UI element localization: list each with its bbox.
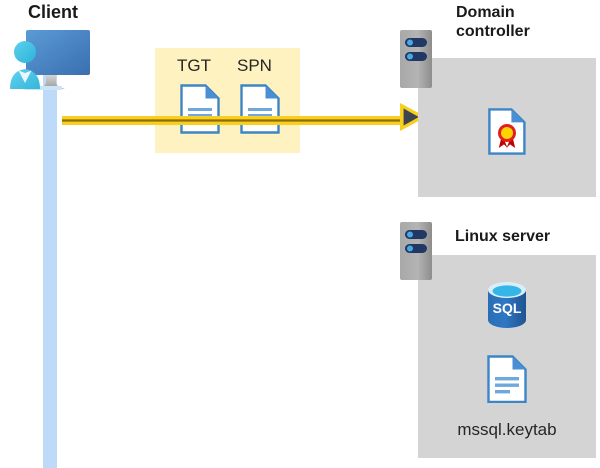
linux-server-rack-icon [400,222,432,280]
client-lifeline [43,62,57,468]
tgt-document-icon [180,84,220,134]
linux-server-title: Linux server [455,228,551,245]
domain-controller-server-rack-icon [400,30,432,88]
spn-label: SPN [237,56,272,75]
spn-document-icon [240,84,280,134]
domain-controller-title-line1: Domain [456,4,515,21]
keytab-filename-label: mssql.keytab [457,420,557,439]
client-label: Client [28,2,79,22]
domain-controller-title-line2: controller [456,22,530,40]
sql-icon-text: SQL [493,300,522,316]
user-monitor-icon [6,26,92,94]
tgt-label: TGT [177,56,211,75]
certificate-icon [488,108,526,155]
sql-database-icon: SQL [483,280,531,330]
auth-request-arrow-line [62,112,407,125]
domain-controller-title: Domain controller [456,4,596,42]
keytab-document-icon [487,355,527,404]
arrow-right-icon [400,103,426,131]
